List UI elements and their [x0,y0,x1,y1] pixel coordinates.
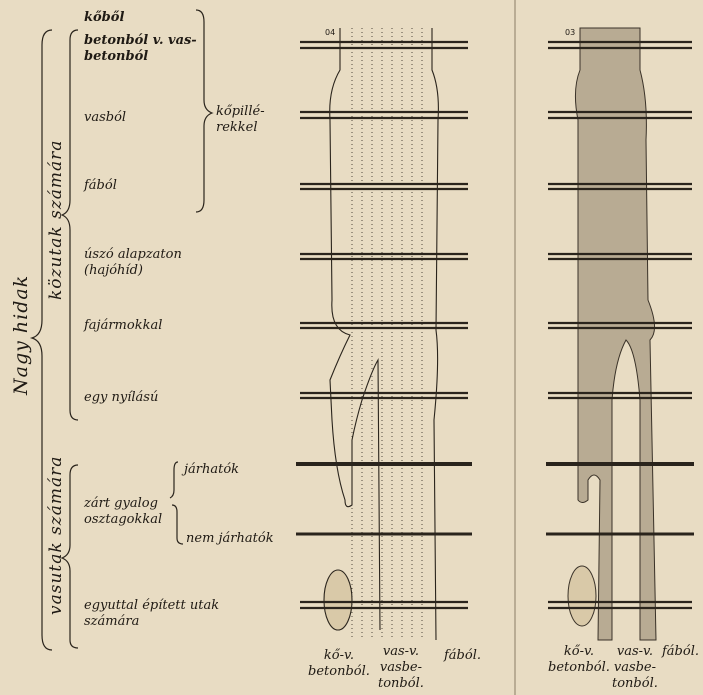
label-troop: zárt gyalog osztagokkal [84,496,162,528]
label-floating: úszó alapzaton (hajóhíd) [84,247,182,279]
label-passable: járhatók [184,462,239,478]
tree-code-right: 03 [565,28,575,37]
title-nagy-hidak: Nagy hidak [10,275,32,395]
bottom-right-iron: vas-v. vasbe- tonból. [612,644,658,692]
brace-kopillerekkel [196,10,212,212]
bottom-left-wood: fából. [444,648,481,664]
label-trestle: fajármokkal [84,318,162,334]
bottom-left-iron: vas-v. vasbe- tonból. [378,644,424,692]
label-impassable: nem járhatók [186,531,274,547]
label-stone: kőből [84,10,124,26]
brace-jarhatok [170,462,178,498]
bridge-tree-right [568,28,656,640]
bottom-right-stone: kő-v. betonból. [548,644,610,676]
bridge-tree-left [324,28,438,640]
tree-code-left: 04 [325,28,335,37]
brace-troop [172,505,183,544]
bottom-right-wood: fából. [662,644,699,660]
label-single-span: egy nyílású [84,390,158,406]
group-road-label: közutak számára [46,140,66,300]
group-rail-label: vasutak számára [46,456,66,615]
label-wood: fából [84,178,117,194]
label-concrete: betonból v. vas- betonból [84,33,197,65]
label-combined: egyuttal épített utak számára [84,598,219,630]
label-iron: vasból [84,110,126,126]
label-pier: kőpillé- rekkel [216,104,265,136]
bottom-left-stone: kő-v. betonból. [308,648,370,680]
